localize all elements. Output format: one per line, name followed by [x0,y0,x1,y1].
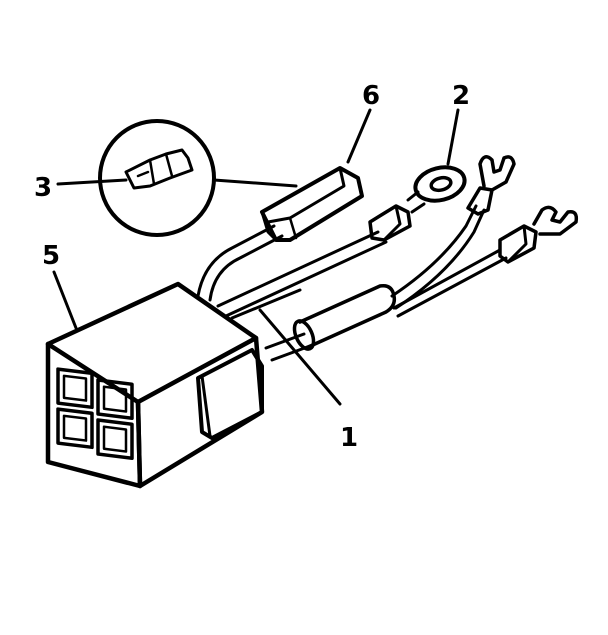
leader-3 [56,178,128,186]
ring-eye [413,165,467,203]
connector-6 [260,166,364,242]
terminal-detail [98,119,298,237]
spade-terminal-lower [498,205,579,264]
callout-labels: 1 2 3 5 6 [34,81,470,453]
ring-terminal [368,165,467,242]
leader-6 [346,108,372,164]
leader-5 [52,270,78,330]
wire-to-connector-6 [196,224,276,298]
wire-bundle [196,204,508,362]
leader-lines [52,108,460,406]
wire-to-spade-lower [392,248,502,310]
wire-to-ring-terminal [216,230,380,308]
leader-1 [258,308,342,406]
connector-block-5 [45,281,265,489]
female-terminal-icon [124,148,194,190]
callout-1: 1 [340,423,358,453]
wire-main-lead [230,288,302,320]
callout-3: 3 [34,173,52,203]
callout-5: 5 [42,241,60,271]
connector-latch [196,348,264,440]
callout-2: 2 [452,81,470,111]
detail-leader-line [212,178,298,188]
connector-cavities [56,367,134,460]
leader-2 [446,108,460,166]
spade-terminal-upper [466,155,516,216]
detail-circle [98,119,216,237]
wire-to-spade-upper [390,204,478,298]
callout-6: 6 [362,81,380,111]
wire-sleeve [292,283,397,351]
